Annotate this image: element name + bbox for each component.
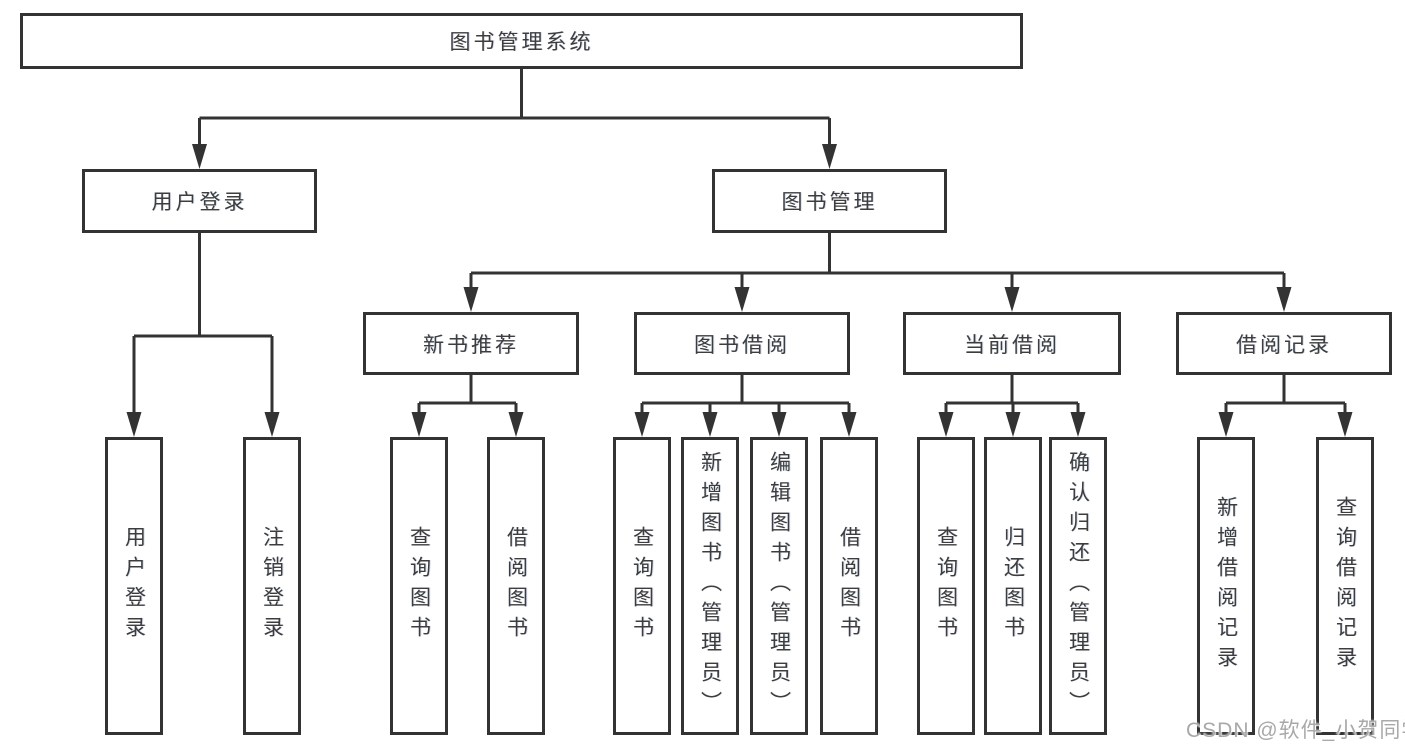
leaf-add-borrow-record: 新增借阅记录 <box>1197 437 1255 735</box>
leaf-borrow-books-borrowing: 借阅图书 <box>820 437 878 735</box>
leaf-return-book: 归还图书 <box>984 437 1042 735</box>
leaf-query-borrow-record: 查询借阅记录 <box>1316 437 1374 735</box>
node-label: 确认归还（管理员） <box>1066 451 1090 721</box>
node-label: 注销登录 <box>260 526 284 646</box>
node-label: 新书推荐 <box>423 333 519 357</box>
node-label: 新增图书（管理员） <box>698 451 722 721</box>
node-book-management: 图书管理 <box>712 169 947 233</box>
node-label: 用户登录 <box>122 526 146 646</box>
leaf-query-books-recommend: 查询图书 <box>390 437 448 735</box>
node-label: 用户登录 <box>151 191 248 214</box>
leaf-query-books-borrowing: 查询图书 <box>613 437 671 735</box>
node-user-login: 用户登录 <box>82 169 317 233</box>
node-label: 编辑图书（管理员） <box>767 451 791 721</box>
leaf-query-books-current: 查询图书 <box>917 437 975 735</box>
csdn-watermark: CSDN @软件_小贺同学 <box>1186 719 1405 742</box>
node-new-book-recommendation: 新书推荐 <box>363 312 579 375</box>
leaf-add-book-admin: 新增图书（管理员） <box>681 437 739 735</box>
node-label: 借阅图书 <box>504 526 528 646</box>
node-label: 当前借阅 <box>964 333 1060 357</box>
leaf-borrow-books-recommend: 借阅图书 <box>487 437 545 735</box>
node-label: 图书借阅 <box>694 333 790 357</box>
node-label: 图书管理系统 <box>449 31 594 54</box>
node-label: 图书管理 <box>781 191 878 214</box>
node-current-borrowing: 当前借阅 <box>903 312 1121 375</box>
leaf-confirm-return-admin: 确认归还（管理员） <box>1049 437 1107 735</box>
leaf-logout: 注销登录 <box>243 437 301 735</box>
node-label: 查询借阅记录 <box>1333 496 1357 676</box>
node-label: 借阅记录 <box>1236 333 1332 357</box>
node-borrowing-records: 借阅记录 <box>1176 312 1392 375</box>
leaf-user-login: 用户登录 <box>105 437 163 735</box>
node-label: 查询图书 <box>407 526 431 646</box>
node-label: 借阅图书 <box>837 526 861 646</box>
node-label: 新增借阅记录 <box>1214 496 1238 676</box>
node-book-borrowing: 图书借阅 <box>634 312 850 375</box>
leaf-edit-book-admin: 编辑图书（管理员） <box>750 437 808 735</box>
node-library-management-system: 图书管理系统 <box>20 13 1023 69</box>
node-label: 归还图书 <box>1001 526 1025 646</box>
node-label: 查询图书 <box>934 526 958 646</box>
node-label: 查询图书 <box>630 526 654 646</box>
